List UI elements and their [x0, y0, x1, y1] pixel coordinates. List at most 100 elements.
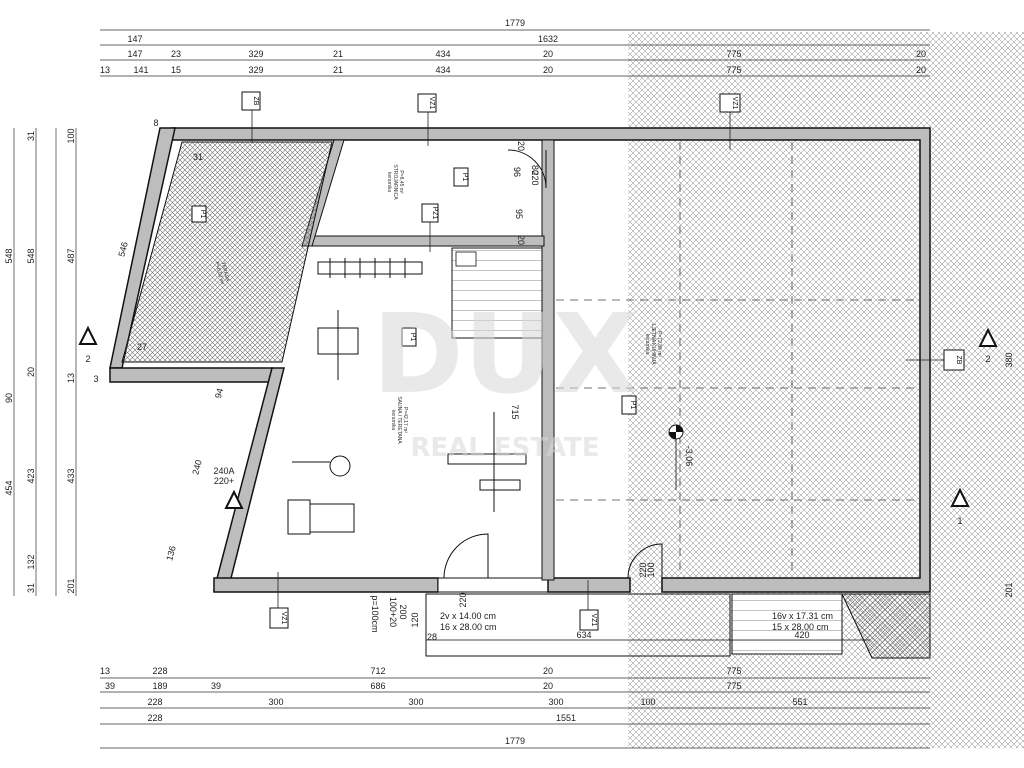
dim-80: 80	[530, 165, 540, 175]
tag-p1-storage: P1	[461, 173, 468, 182]
dim-bot-r1-3: 20	[543, 666, 553, 676]
room-gym-floor: keramika	[390, 410, 396, 431]
section-marker-1: 1	[957, 516, 962, 526]
stairs-left-line1: 2v x 14.00 cm	[440, 611, 496, 621]
dim-28: 28	[427, 632, 437, 642]
dim-top-r3-1: 23	[171, 49, 181, 59]
dim-bot-r4-0: 228	[147, 713, 162, 723]
kitchen-grid	[556, 142, 918, 576]
dim-240a: 240A	[213, 466, 234, 476]
stairs-right-line2: 15 x 28.00 cm	[772, 622, 829, 632]
dim-8: 8	[153, 118, 158, 128]
level-marker: -3,06	[668, 424, 694, 490]
dim-left-c3-3: 433	[66, 468, 76, 483]
section-markers: 2 2 1	[78, 325, 998, 526]
stairs-left-line2: 16 x 28.00 cm	[440, 622, 497, 632]
dim-p100: p=100cm	[370, 595, 380, 632]
dim-120: 120	[410, 612, 420, 627]
dim-bot-r2-2: 39	[211, 681, 221, 691]
left-dimension-lines	[13, 128, 77, 596]
tag-vz1-bottom-left: VZ1	[280, 612, 287, 625]
dim-bot-r3-4: 100	[640, 697, 655, 707]
dim-left-c3-1: 487	[66, 248, 76, 263]
stairs-specs: 2v x 14.00 cm 16 x 28.00 cm 16v x 17.31 …	[440, 611, 833, 632]
left-dimensions: 548 90 454 31 548 20 423 132 31 100 487 …	[4, 128, 76, 593]
dim-top-r4-0: 13	[100, 65, 110, 75]
doors	[443, 149, 663, 579]
dim-200: 200	[398, 604, 408, 619]
right-dimensions: 380 201	[1004, 352, 1014, 597]
dim-bot-r2-4: 20	[543, 681, 553, 691]
tag-p1-kitchen: P1	[629, 401, 636, 410]
dim-100-20: 100+20	[388, 597, 398, 627]
dim-220b: 220	[530, 170, 540, 185]
section-marker-left: 2	[85, 354, 90, 364]
dim-100a: 100	[646, 562, 656, 577]
dim-31b: 31	[193, 152, 203, 162]
dim-top-r4-4: 21	[333, 65, 343, 75]
dim-top-r4-1: 141	[133, 65, 148, 75]
dim-634: 634	[576, 630, 591, 640]
watermark-logo: DUX	[372, 290, 637, 418]
dim-left-c1-1: 90	[4, 393, 14, 403]
interior-dimensions: 546 8 94 240 240A 220+ 136 715 95 80 220…	[93, 118, 809, 642]
dim-220plus: 220+	[214, 476, 234, 486]
dim-220c: 220	[638, 562, 648, 577]
dim-top-r4-5: 434	[435, 65, 450, 75]
dim-top-r2-1: 1632	[538, 34, 558, 44]
room-storage-name: STROJARNICA	[392, 164, 398, 200]
dim-left-c3-0: 100	[66, 128, 76, 143]
dim-left-c2-1: 548	[26, 248, 36, 263]
dim-left-c2-3: 423	[26, 468, 36, 483]
top-dimensions: 1779 147 1632 147 23 329 21 434 20 775 2…	[100, 18, 926, 75]
dim-240: 240	[190, 459, 203, 476]
tag-pz1: PZ1	[431, 207, 438, 220]
dim-top-total: 1779	[505, 18, 525, 28]
dim-left-c1-0: 548	[4, 248, 14, 263]
dim-top-r3-4: 434	[435, 49, 450, 59]
dim-top-r3-3: 21	[333, 49, 343, 59]
section-marker-right: 2	[985, 354, 990, 364]
material-tags: ZB VZ1 VZ1 PZ1 P1 P1 P1 P1 VZ1 VZ1 ZB	[191, 91, 965, 631]
dim-left-c1-2: 454	[4, 480, 14, 495]
dim-top-r3-0: 147	[127, 49, 142, 59]
tag-p1-garden: P1	[199, 210, 206, 219]
dim-3: 3	[93, 374, 98, 384]
dim-bot-r3-3: 300	[548, 697, 563, 707]
room-kitchen-floor: keramika	[644, 334, 650, 355]
level-value: -3,06	[684, 446, 694, 467]
dim-top-r4-3: 329	[248, 65, 263, 75]
room-storage-area: P=8,45 m²	[398, 170, 404, 194]
dim-27: 27	[137, 342, 147, 352]
tag-vz1-storage: VZ1	[428, 97, 435, 110]
room-garden-area: P=5,52 m²	[213, 261, 225, 285]
dim-top-r2-0: 147	[127, 34, 142, 44]
room-gym-area: P=42,17 m²	[402, 407, 408, 433]
dim-bot-r1-4: 775	[726, 666, 741, 676]
dim-136: 136	[164, 545, 177, 562]
dim-left-c3-2: 13	[66, 373, 76, 383]
bottom-dimensions: 13 228 712 20 775 39 189 39 686 20 775 2…	[100, 666, 808, 746]
exterior-stairs	[425, 593, 931, 659]
bottom-dimension-lines	[100, 677, 930, 749]
room-kitchen-area: P=72,88 m²	[656, 331, 662, 357]
dim-left-c2-4: 132	[26, 554, 36, 569]
watermark: DUX REAL ESTATE	[372, 290, 637, 463]
tag-vz1-kitchen: VZ1	[731, 97, 738, 110]
dim-left-c2-5: 31	[26, 583, 36, 593]
dim-top-r4-6: 20	[543, 65, 553, 75]
room-gym-name: SAUNA I TERETANA	[396, 396, 402, 444]
dim-bot-r2-0: 39	[105, 681, 115, 691]
room-garden-name: TERASA	[220, 261, 231, 283]
dim-bot-r2-5: 775	[726, 681, 741, 691]
dim-94: 94	[213, 387, 225, 399]
dim-top-r4-8: 20	[916, 65, 926, 75]
dim-420: 420	[794, 630, 809, 640]
dim-715: 715	[510, 404, 520, 419]
dim-right-201: 201	[1004, 582, 1014, 597]
dim-bot-r1-2: 712	[370, 666, 385, 676]
dim-top-r3-2: 329	[248, 49, 263, 59]
watermark-subtitle: REAL ESTATE	[410, 433, 599, 463]
dim-right-380: 380	[1004, 352, 1014, 367]
